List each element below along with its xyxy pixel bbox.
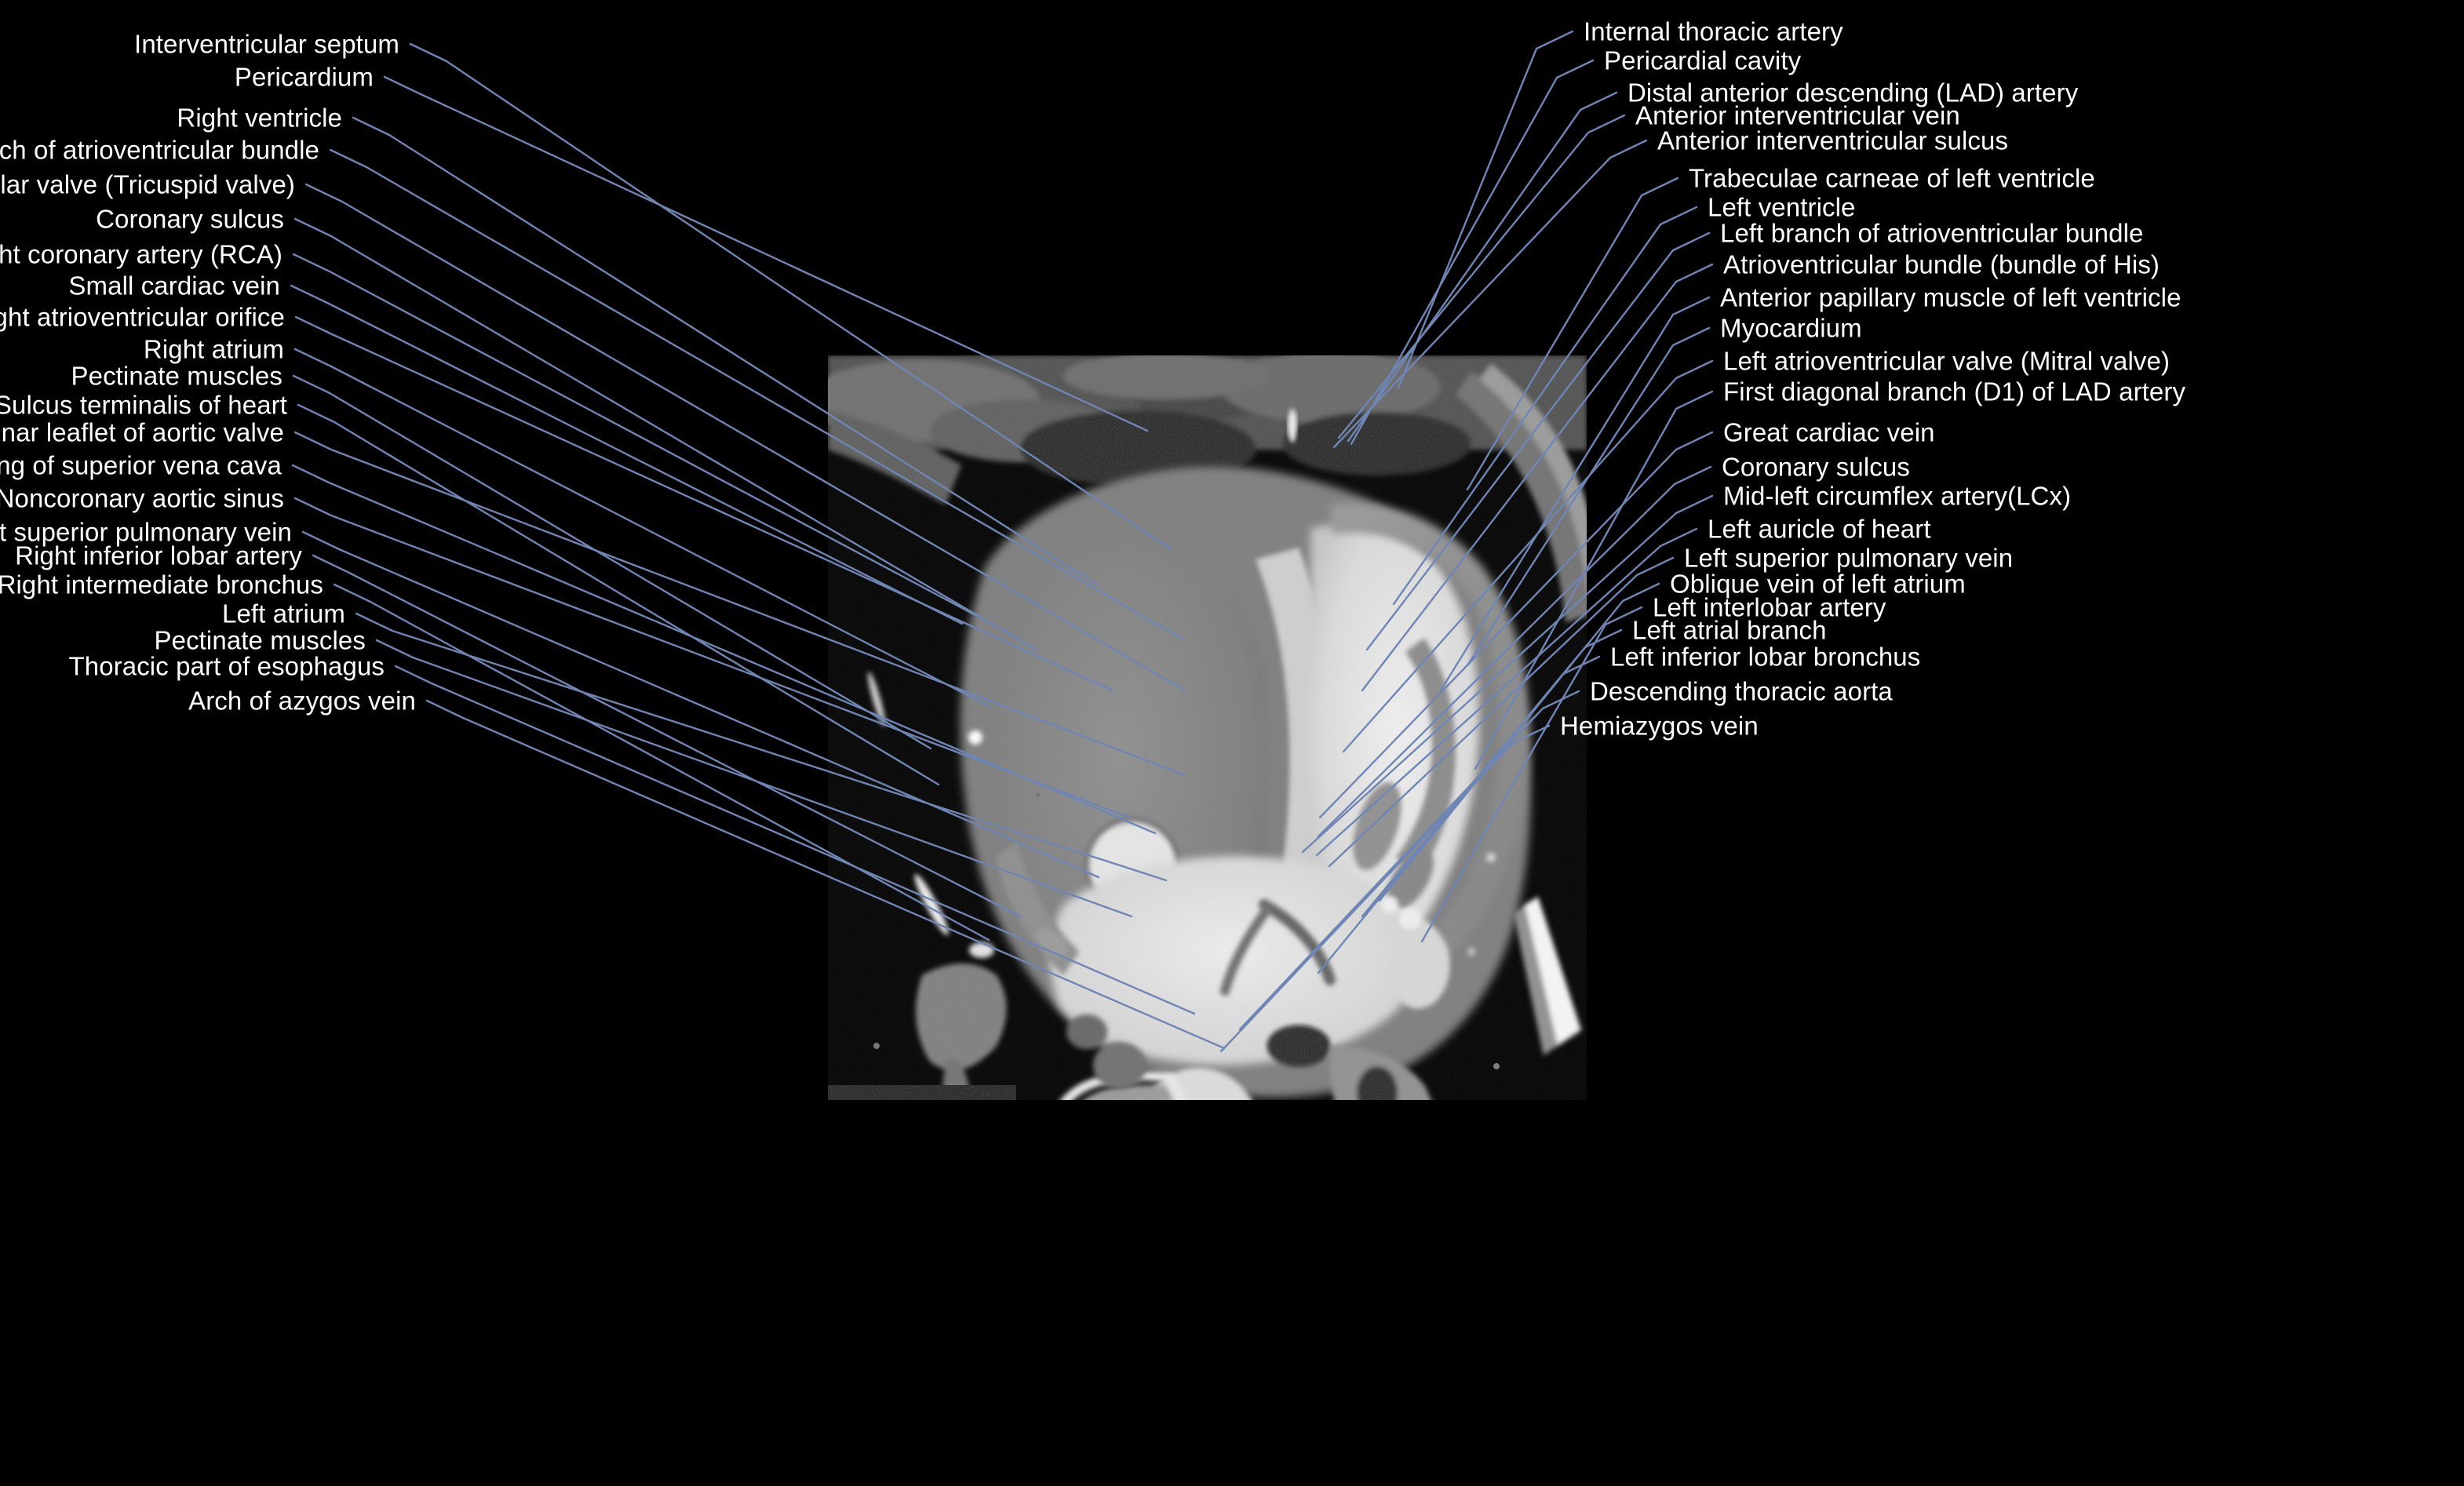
annotation-label-anterior-interventricular-vein[interactable]: Anterior interventricular vein: [1635, 100, 1960, 130]
annotation-label-right-atrium[interactable]: Right atrium: [143, 334, 284, 364]
annotation-label-pectinate-muscles-right[interactable]: Pectinate muscles: [71, 361, 282, 391]
annotation-label-distal-lad-artery[interactable]: Distal anterior descending (LAD) artery: [1627, 78, 2079, 107]
annotation-label-anterior-papillary-muscle-lv[interactable]: Anterior papillary muscle of left ventri…: [1720, 282, 2182, 312]
annotation-label-mid-left-circumflex-artery[interactable]: Mid-left circumflex artery(LCx): [1723, 481, 2072, 511]
annotation-label-right-av-orifice[interactable]: Right atrioventricular orifice: [0, 302, 285, 332]
annotation-label-right-intermediate-bronchus[interactable]: Right intermediate bronchus: [0, 570, 323, 599]
annotation-label-opening-of-svc[interactable]: Opening of superior vena cava: [0, 450, 282, 480]
annotation-label-left-atrial-branch[interactable]: Left atrial branch: [1632, 615, 1827, 645]
annotation-label-noncoronary-aortic-sinus[interactable]: Noncoronary aortic sinus: [0, 483, 284, 513]
annotation-label-small-cardiac-vein[interactable]: Small cardiac vein: [68, 271, 280, 300]
annotation-label-coronary-sulcus-right[interactable]: Coronary sulcus: [96, 204, 284, 234]
leader-line-internal-thoracic-artery: [1397, 30, 1574, 389]
annotation-label-anterior-interventricular-sulcus[interactable]: Anterior interventricular sulcus: [1657, 126, 2009, 155]
annotation-label-right-av-valve-tricuspid[interactable]: Right atrioventricular valve (Tricuspid …: [0, 169, 295, 199]
annotation-label-internal-thoracic-artery[interactable]: Internal thoracic artery: [1584, 16, 1843, 46]
annotation-label-right-superior-pulmonary-vein[interactable]: Right superior pulmonary vein: [0, 517, 292, 547]
annotation-label-pericardium[interactable]: Pericardium: [234, 62, 374, 92]
annotation-label-mid-right-coronary-artery[interactable]: Mid-right coronary artery (RCA): [0, 239, 282, 269]
annotation-label-thoracic-part-of-esophagus[interactable]: Thoracic part of esophagus: [68, 651, 385, 681]
annotation-label-myocardium[interactable]: Myocardium: [1720, 313, 1862, 343]
annotation-label-posterior-semilunar-leaflet[interactable]: Posterior semilunar leaflet of aortic va…: [0, 417, 284, 447]
annotation-label-pericardial-cavity[interactable]: Pericardial cavity: [1604, 46, 1802, 75]
annotation-label-arch-of-azygos-vein[interactable]: Arch of azygos vein: [188, 686, 416, 716]
ct-scan-image: [828, 355, 1587, 1100]
annotation-label-descending-thoracic-aorta[interactable]: Descending thoracic aorta: [1590, 676, 1893, 706]
annotation-label-left-superior-pulmonary-vein[interactable]: Left superior pulmonary vein: [1684, 543, 2014, 573]
annotation-label-left-atrium[interactable]: Left atrium: [222, 599, 345, 628]
annotation-label-pectinate-muscles-left[interactable]: Pectinate muscles: [154, 625, 366, 655]
annotation-label-left-inferior-lobar-bronchus[interactable]: Left inferior lobar bronchus: [1610, 642, 1921, 672]
annotation-label-interventricular-septum[interactable]: Interventricular septum: [134, 29, 399, 59]
annotation-label-left-auricle-of-heart[interactable]: Left auricle of heart: [1708, 514, 1931, 544]
annotation-label-right-branch-av-bundle[interactable]: Right branch of atrioventricular bundle: [0, 135, 319, 165]
annotation-label-right-ventricle[interactable]: Right ventricle: [177, 103, 342, 133]
annotation-label-great-cardiac-vein[interactable]: Great cardiac vein: [1723, 417, 1935, 447]
annotation-label-left-av-valve-mitral[interactable]: Left atrioventricular valve (Mitral valv…: [1723, 346, 2171, 376]
annotation-label-sulcus-terminalis[interactable]: Sulcus terminalis of heart: [0, 390, 287, 420]
annotation-label-av-bundle-of-his[interactable]: Atrioventricular bundle (bundle of His): [1723, 249, 2160, 279]
annotation-label-oblique-vein-of-left-atrium[interactable]: Oblique vein of left atrium: [1670, 569, 1966, 599]
annotation-label-right-inferior-lobar-artery[interactable]: Right inferior lobar artery: [15, 541, 302, 570]
annotation-label-left-ventricle[interactable]: Left ventricle: [1708, 192, 1856, 222]
annotation-label-trabeculae-carneae-lv[interactable]: Trabeculae carneae of left ventricle: [1689, 163, 2095, 193]
annotation-label-left-interlobar-artery[interactable]: Left interlobar artery: [1653, 592, 1886, 622]
annotation-label-hemiazygos-vein[interactable]: Hemiazygos vein: [1560, 711, 1759, 741]
annotation-label-left-branch-av-bundle[interactable]: Left branch of atrioventricular bundle: [1720, 218, 2144, 248]
annotation-label-first-diagonal-branch-d1[interactable]: First diagonal branch (D1) of LAD artery: [1723, 377, 2186, 406]
annotation-label-coronary-sulcus-left[interactable]: Coronary sulcus: [1722, 452, 1910, 482]
